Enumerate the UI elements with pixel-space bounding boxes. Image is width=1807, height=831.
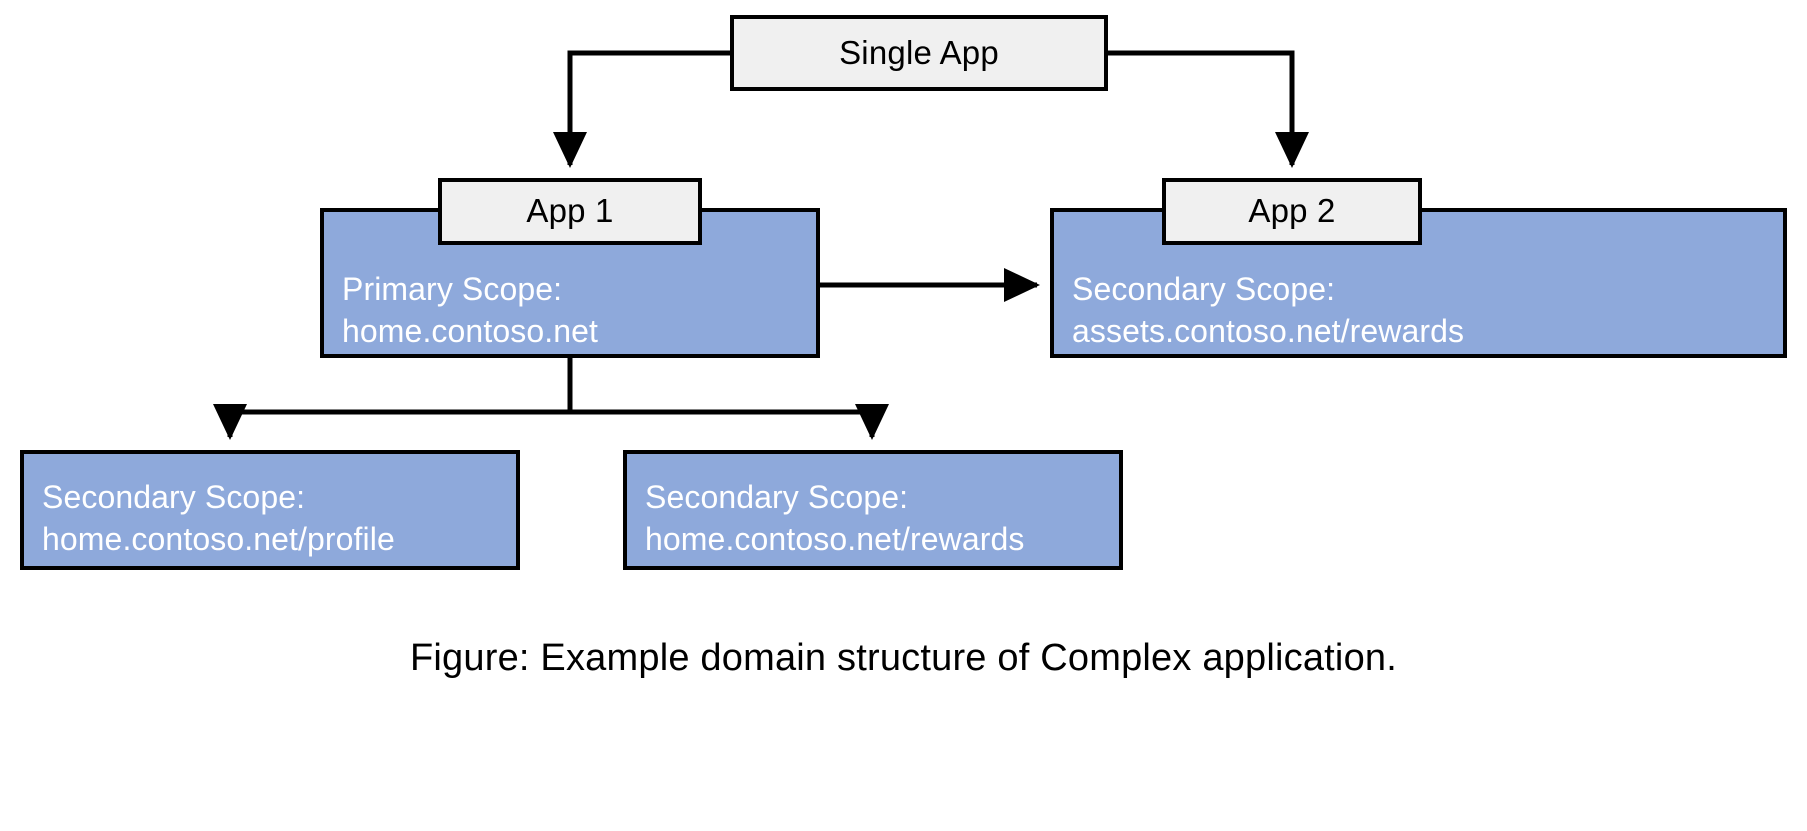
profile-scope-line-1: Secondary Scope: (42, 479, 306, 515)
rewards-scope-line-2: home.contoso.net/rewards (645, 521, 1025, 558)
app2-scope-line-2: assets.contoso.net/rewards (1072, 313, 1465, 350)
node-single-app[interactable]: Single App (730, 15, 1108, 91)
node-rewards-scope[interactable]: Secondary Scope: home.contoso.net/reward… (623, 450, 1123, 570)
profile-scope-line-2: home.contoso.net/profile (42, 521, 395, 558)
rewards-scope-line-1: Secondary Scope: (645, 479, 909, 515)
node-app2[interactable]: App 2 (1162, 178, 1422, 245)
edge-primary-scope-to-rewards-scope (567, 357, 889, 441)
primary-scope-line-2: home.contoso.net (342, 313, 598, 350)
primary-scope-line-1: Primary Scope: (342, 271, 563, 307)
node-app1[interactable]: App 1 (438, 178, 702, 245)
figure-caption: Figure: Example domain structure of Comp… (410, 637, 1397, 679)
app2-scope-line-1: Secondary Scope: (1072, 271, 1336, 307)
edge-single-app-to-app1 (553, 50, 730, 169)
app1-label: App 1 (526, 192, 614, 230)
single-app-label: Single App (839, 33, 999, 71)
edge-primary-scope-to-profile-scope (213, 357, 573, 441)
app2-label: App 2 (1248, 192, 1336, 230)
edge-single-app-to-app2 (1108, 50, 1309, 169)
node-profile-scope[interactable]: Secondary Scope: home.contoso.net/profil… (20, 450, 520, 570)
